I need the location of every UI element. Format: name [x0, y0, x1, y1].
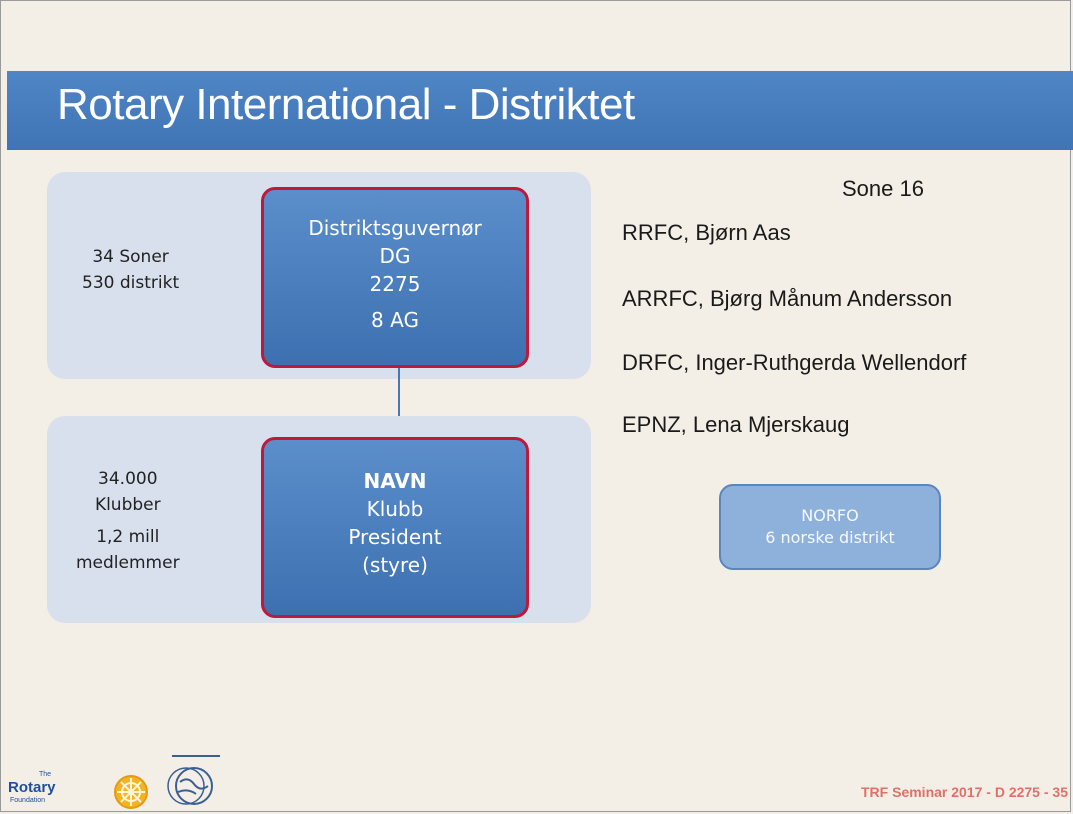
title-bar: [7, 71, 1073, 150]
rotary-logo-foundation: Foundation: [10, 797, 46, 804]
rotary-logo-the: The: [39, 771, 52, 778]
zone-heading: Sone 16: [842, 176, 924, 201]
norfo-subtitle: 6 norske distrikt: [765, 528, 895, 547]
contact-row-1: RRFC, Bjørn Aas: [622, 220, 791, 245]
norfo-box: NORFO 6 norske distrikt: [719, 484, 941, 570]
box-bottom-line-3: President: [348, 525, 442, 549]
rotary-wheel-icon: [114, 775, 148, 809]
box-top-line-4: 8 AG: [371, 308, 419, 332]
globe-logo-icon: [167, 755, 220, 805]
panel-top-text: 34 Soner 530 distrikt: [82, 244, 179, 296]
contact-row-4: EPNZ, Lena Mjerskaug: [622, 412, 850, 437]
contact-row-2: ARRFC, Bjørg Månum Andersson: [622, 286, 953, 311]
box-bottom-line-2: Klubb: [366, 497, 424, 521]
members-label: medlemmer: [76, 553, 180, 573]
zones-count: 34 Soner: [92, 247, 169, 267]
rotary-logo-word: Rotary: [8, 779, 56, 796]
district-governor-box: Distriktsguvernør DG 2275 8 AG: [261, 187, 529, 368]
box-top-line-1: Distriktsguvernør: [308, 216, 482, 240]
clubs-number: 34.000: [98, 469, 158, 489]
box-bottom-line-1: NAVN: [363, 469, 427, 493]
box-top-line-2: DG: [379, 244, 411, 268]
box-top-line-3: 2275: [369, 272, 421, 296]
contact-row-3: DRFC, Inger-Ruthgerda Wellendorf: [622, 350, 967, 375]
rotary-foundation-logo: The Rotary Foundation: [8, 770, 56, 806]
connector-line: [398, 368, 400, 437]
members-number: 1,2 mill: [96, 527, 160, 547]
clubs-label: Klubber: [94, 495, 161, 515]
box-bottom-line-4: (styre): [362, 553, 428, 577]
club-president-box: NAVN Klubb President (styre): [261, 437, 529, 618]
panel-bottom-text: 34.000 Klubber 1,2 mill medlemmer: [76, 466, 180, 576]
footer-label: TRF Seminar 2017 - D 2275 - 35: [861, 784, 1068, 800]
slide-title: Rotary International - Distriktet: [57, 80, 635, 129]
districts-count: 530 distrikt: [82, 273, 180, 293]
norfo-title: NORFO: [801, 506, 859, 525]
